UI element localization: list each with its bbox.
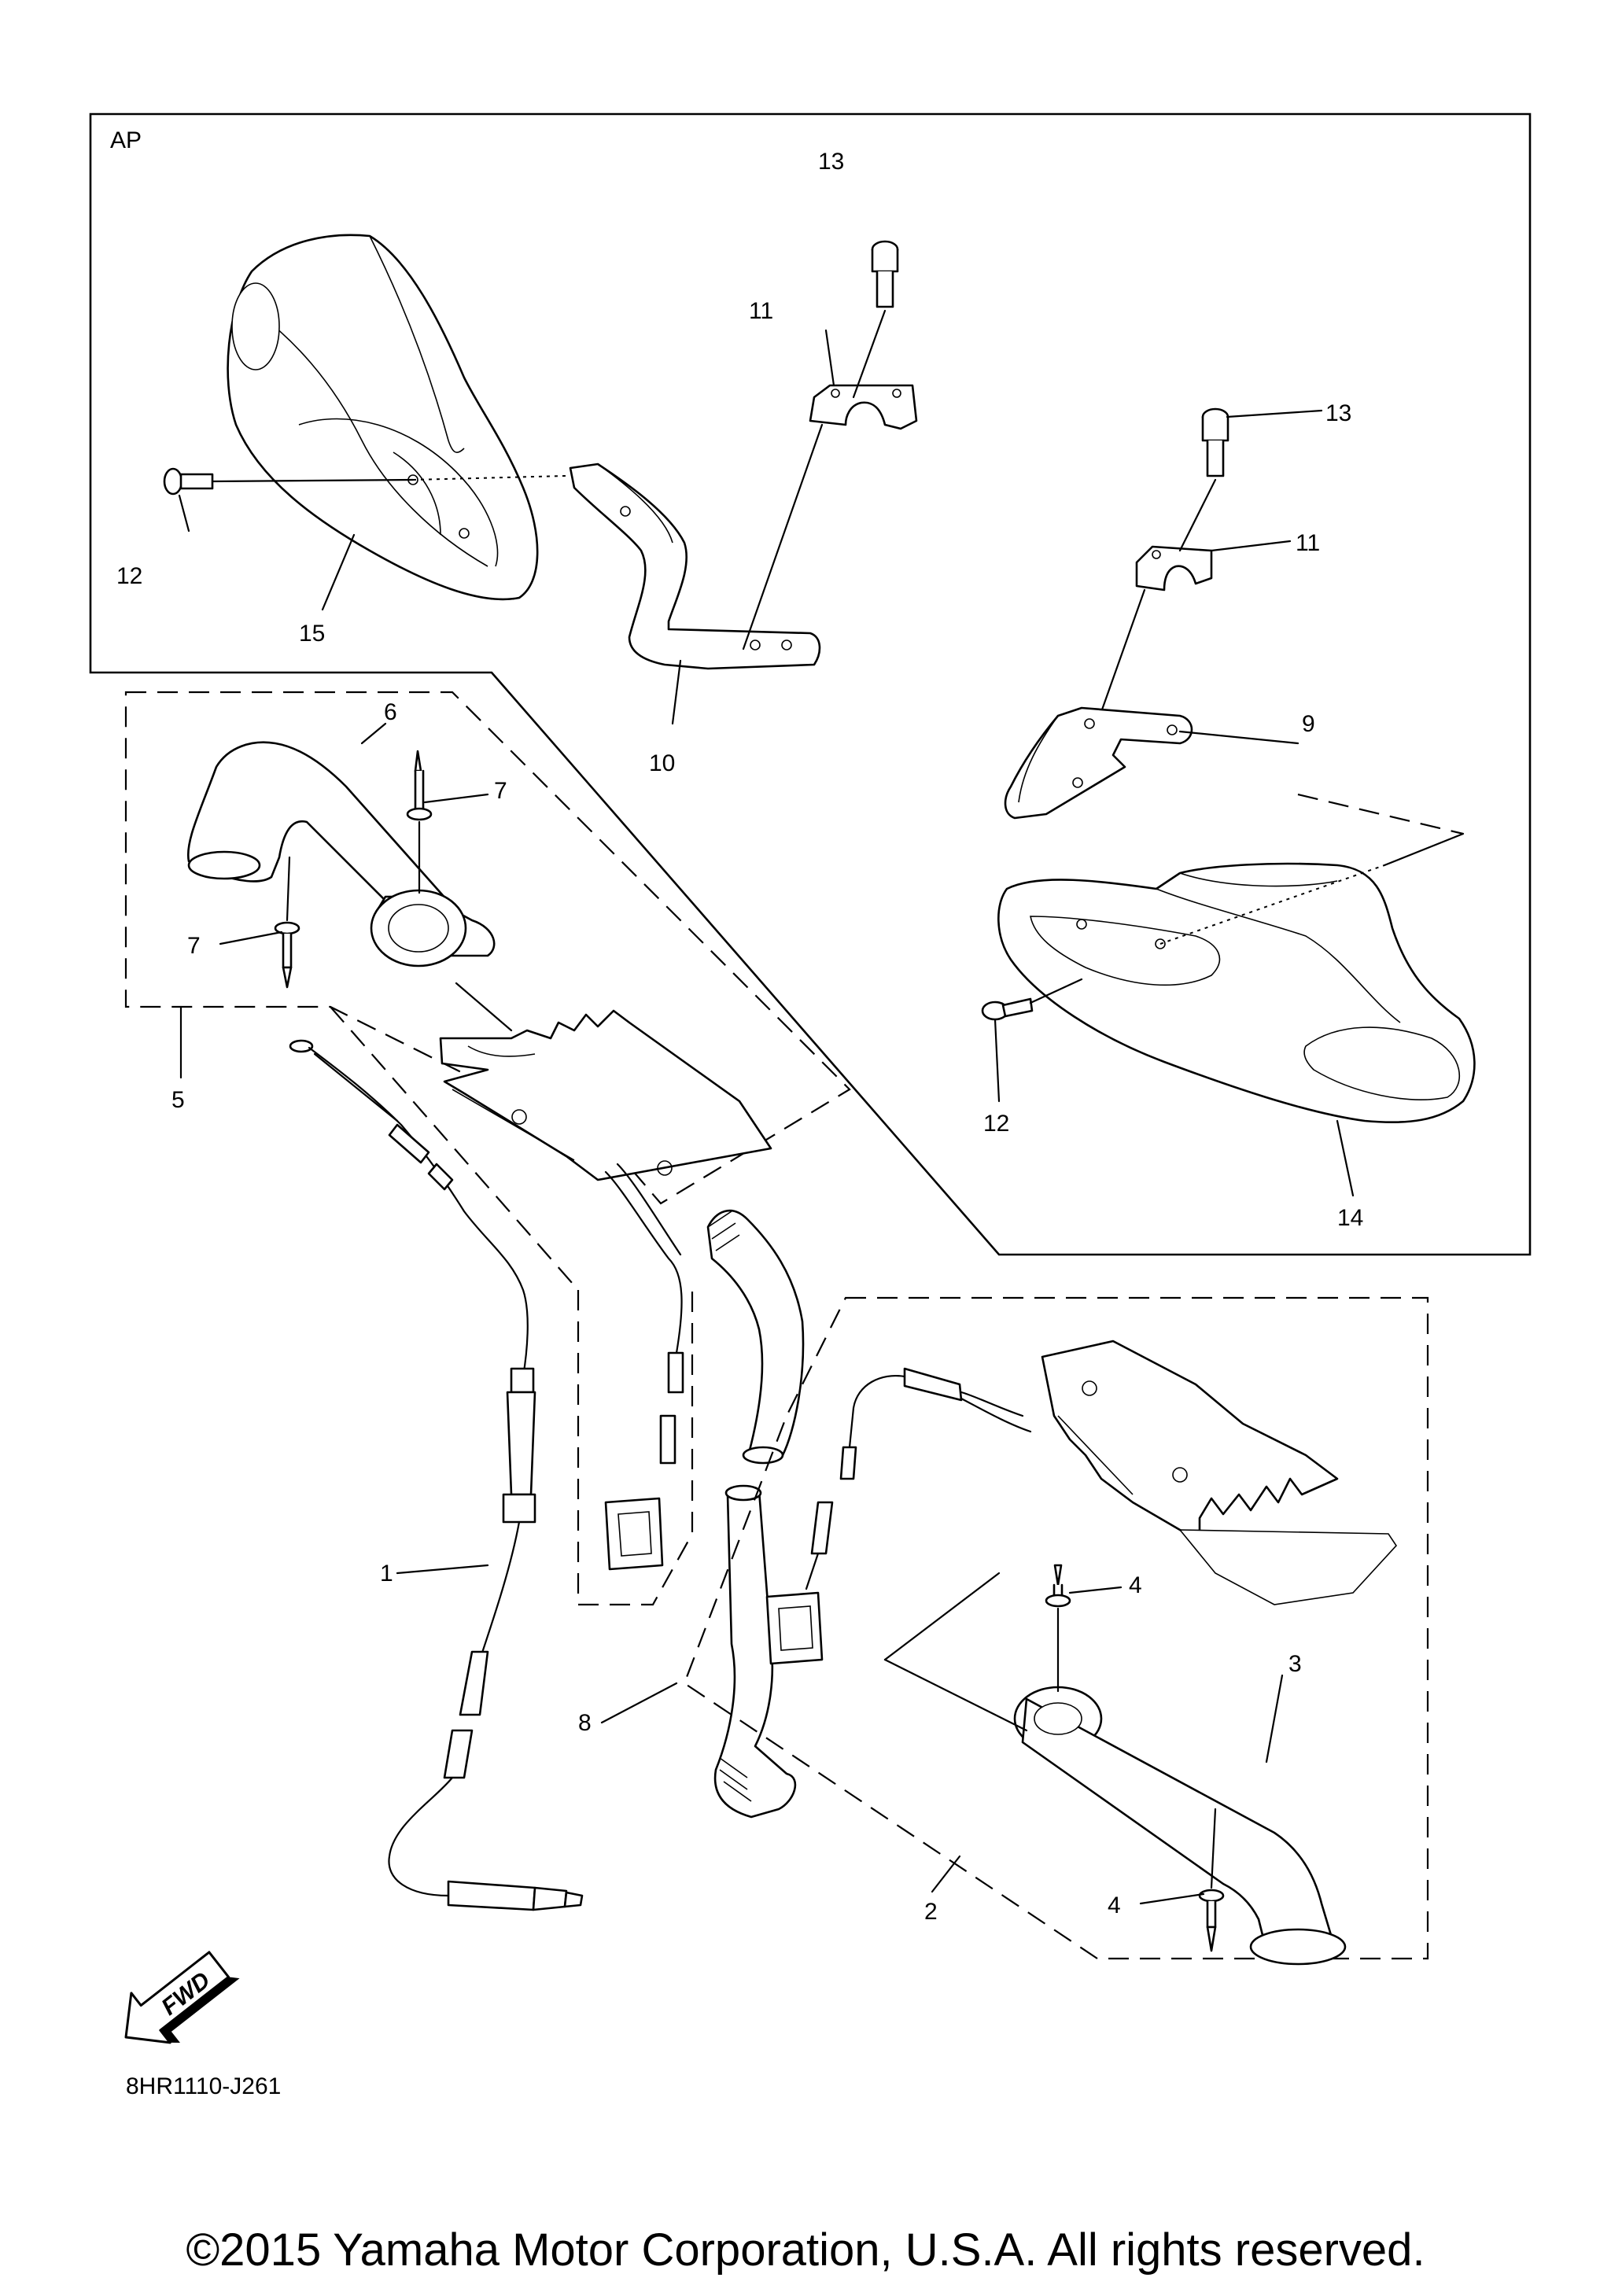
- leader-rivet-lower: [286, 856, 291, 922]
- heater-element-right-backing: [1178, 1529, 1398, 1605]
- leader-clamp-to-bracket-right: [1100, 588, 1146, 713]
- heater-element-right: [1041, 1340, 1339, 1564]
- accessory-group-frame: [89, 112, 1532, 1256]
- callout-10: 10: [649, 750, 675, 776]
- callout-8: 8: [578, 1710, 592, 1736]
- bolt-right: [1201, 407, 1229, 477]
- guide-line-right-b: [883, 1572, 1001, 1661]
- group-label-ap: AP: [110, 127, 142, 153]
- leader-4-upper: [1068, 1586, 1123, 1594]
- leader-rivet-lower-right: [1210, 1808, 1217, 1889]
- callout-5: 5: [171, 1087, 185, 1113]
- forward-arrow-icon: FWD: [124, 1951, 240, 2044]
- leader-bolt-to-clamp: [852, 309, 887, 399]
- hand-guard-left: [227, 234, 539, 601]
- callout-12-left: 12: [116, 563, 142, 589]
- callout-15: 15: [299, 621, 325, 647]
- heater-wire-right: [765, 1367, 1032, 1665]
- leader-to-part-9: [1178, 730, 1299, 745]
- leader-12-left: [178, 494, 190, 533]
- dash-alignment-right: [1297, 793, 1464, 835]
- leader-11-upper: [824, 329, 835, 387]
- callout-2: 2: [924, 1899, 938, 1925]
- leader-4-lower: [1139, 1892, 1205, 1905]
- leader-7-lower: [219, 931, 283, 945]
- callout-14: 14: [1337, 1205, 1363, 1231]
- leader-grip-to-element: [455, 982, 513, 1032]
- callout-6: 6: [384, 699, 397, 725]
- heater-element-left: [439, 1009, 772, 1181]
- leader-clamp-to-bracket: [742, 423, 824, 650]
- rivet-lower-right: [1198, 1889, 1225, 1952]
- leader-13-right: [1226, 409, 1323, 418]
- diagram-code: 8HR1110-J261: [126, 2073, 281, 2099]
- hand-guard-right: [997, 862, 1476, 1124]
- screw-left: [163, 467, 214, 496]
- rivet-lower-left: [274, 921, 300, 989]
- callout-13-right: 13: [1325, 400, 1351, 426]
- callout-13-upper: 13: [818, 149, 844, 175]
- leader-2: [931, 1855, 961, 1893]
- leader-1: [396, 1564, 489, 1575]
- leader-bracket-to-guard: [1383, 832, 1465, 867]
- callout-1: 1: [380, 1561, 393, 1587]
- bracket-left: [569, 463, 821, 670]
- leader-11-right: [1210, 540, 1292, 552]
- callout-4-upper: 4: [1129, 1572, 1142, 1598]
- leader-7-upper: [423, 793, 489, 804]
- kit-group-right-frame: [683, 1296, 1429, 1960]
- bolt-upper: [871, 240, 899, 308]
- leader-8: [600, 1682, 678, 1724]
- callout-3: 3: [1288, 1651, 1302, 1677]
- clamp-right: [1135, 545, 1213, 592]
- control-cable: [289, 1039, 584, 1911]
- screw-right: [981, 997, 1034, 1021]
- leader-6: [360, 722, 387, 745]
- callout-9: 9: [1302, 711, 1315, 737]
- bracket-right: [1004, 706, 1193, 820]
- clamp-upper: [809, 384, 918, 430]
- leader-screw-to-guard: [211, 478, 415, 483]
- callout-11-right: 11: [1296, 530, 1320, 556]
- guide-line-right-a: [883, 1658, 1028, 1732]
- callout-7-lower: 7: [187, 933, 201, 959]
- leader-10: [671, 659, 682, 725]
- hose: [706, 1209, 805, 1819]
- leader-12-right: [994, 1018, 1001, 1103]
- callout-4-lower: 4: [1108, 1892, 1121, 1918]
- leader-15: [321, 533, 356, 611]
- callout-12-right: 12: [983, 1111, 1009, 1137]
- leader-14: [1336, 1119, 1355, 1197]
- grip-heater-right: [1013, 1686, 1347, 1966]
- connector-group-left-frame: [577, 1290, 694, 1606]
- callout-7-upper: 7: [494, 778, 507, 804]
- leader-screw-to-guard-right: [1029, 978, 1083, 1004]
- rivet-upper-right: [1045, 1564, 1071, 1608]
- leader-3: [1265, 1674, 1284, 1763]
- copyright-notice: ©2015 Yamaha Motor Corporation, U.S.A. A…: [186, 2224, 1425, 2276]
- dotted-alignment-left: [412, 475, 567, 481]
- dotted-alignment-right: [1159, 864, 1385, 945]
- grip-heater-left: [186, 741, 496, 967]
- callout-11-upper: 11: [749, 298, 773, 324]
- rivet-upper-left: [406, 750, 433, 821]
- kit-group-left-frame: [124, 691, 851, 1205]
- heater-wire-left: [604, 1163, 684, 1571]
- leader-bolt-to-clamp-right: [1178, 478, 1217, 552]
